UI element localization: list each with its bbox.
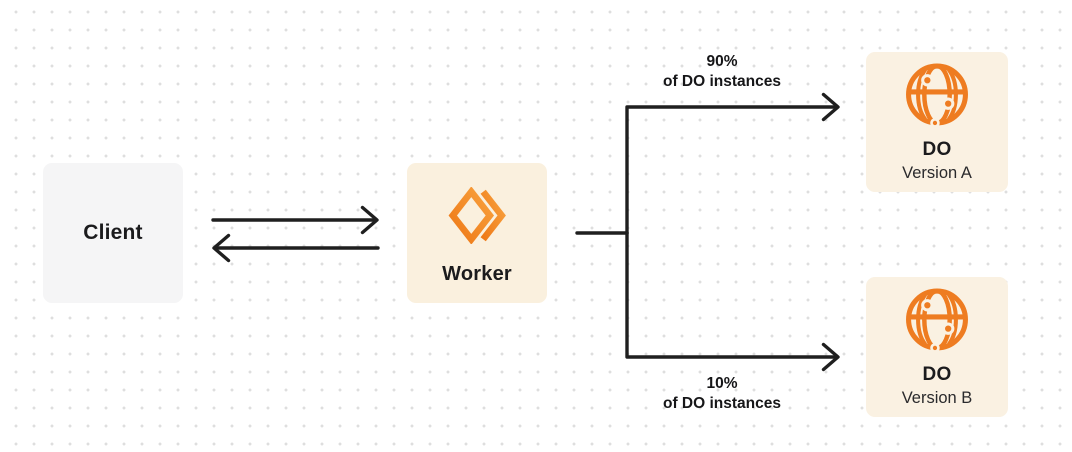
client-to-worker-arrow bbox=[211, 205, 379, 235]
bottom-branch-percent: 10% bbox=[706, 375, 738, 392]
do-a-subtitle: Version A bbox=[902, 164, 972, 182]
worker-node: Worker bbox=[407, 163, 547, 303]
do-version-b-node: DO Version B bbox=[866, 277, 1008, 417]
worker-label: Worker bbox=[442, 263, 512, 285]
do-version-a-node: DO Version A bbox=[866, 52, 1008, 192]
cloudflare-workers-icon bbox=[448, 187, 506, 244]
top-branch-percent: 90% bbox=[706, 53, 738, 70]
durable-object-globe-icon bbox=[906, 288, 968, 352]
top-branch-label: 90% of DO instances bbox=[612, 52, 832, 92]
fork-arrow-to-do-a bbox=[625, 92, 840, 235]
worker-to-client-arrow bbox=[212, 233, 380, 263]
do-b-subtitle: Version B bbox=[901, 389, 973, 407]
bottom-branch-label: 10% of DO instances bbox=[612, 374, 832, 414]
bottom-branch-caption: of DO instances bbox=[663, 395, 781, 412]
fork-arrow-to-do-b bbox=[625, 231, 840, 372]
client-node: Client bbox=[43, 163, 183, 303]
client-label: Client bbox=[83, 221, 143, 244]
top-branch-caption: of DO instances bbox=[663, 73, 781, 90]
durable-object-globe-icon bbox=[906, 63, 968, 127]
do-a-title: DO bbox=[922, 139, 952, 160]
do-b-title: DO bbox=[922, 364, 952, 385]
